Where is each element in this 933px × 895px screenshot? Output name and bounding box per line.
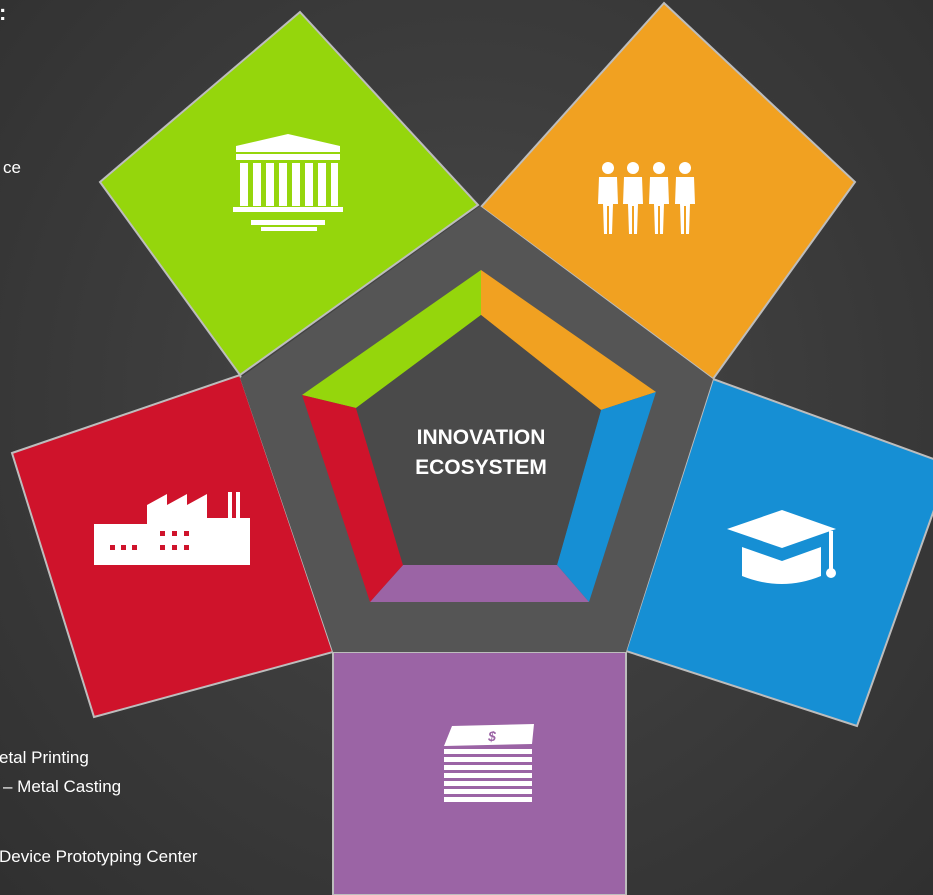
center-label-line-2: ECOSYSTEM: [415, 456, 547, 479]
prototyping-center-text: Device Prototyping Center: [0, 847, 198, 866]
graduation-cap-icon: [727, 510, 836, 584]
clipped-heading-fragment: :: [0, 2, 6, 24]
government-building-icon: [233, 134, 343, 231]
clipped-text-fragment-ce: ce: [3, 158, 21, 177]
people-group-icon: [598, 162, 695, 234]
metal-casting-text: – Metal Casting: [3, 777, 122, 796]
inner-frame-purple: [370, 565, 589, 602]
money-stack-icon: $: [444, 724, 534, 802]
inner-frame-red: [302, 395, 403, 602]
inner-frame-orange: [481, 270, 656, 410]
svg-text:$: $: [487, 728, 496, 744]
metal-printing-text: etal Printing: [0, 748, 89, 767]
core-pentagon: [356, 315, 601, 565]
factory-icon: [94, 492, 250, 565]
inner-frame-green: [302, 270, 481, 408]
center-label-line-1: INNOVATION: [417, 426, 546, 449]
inner-frame-blue: [557, 392, 656, 602]
